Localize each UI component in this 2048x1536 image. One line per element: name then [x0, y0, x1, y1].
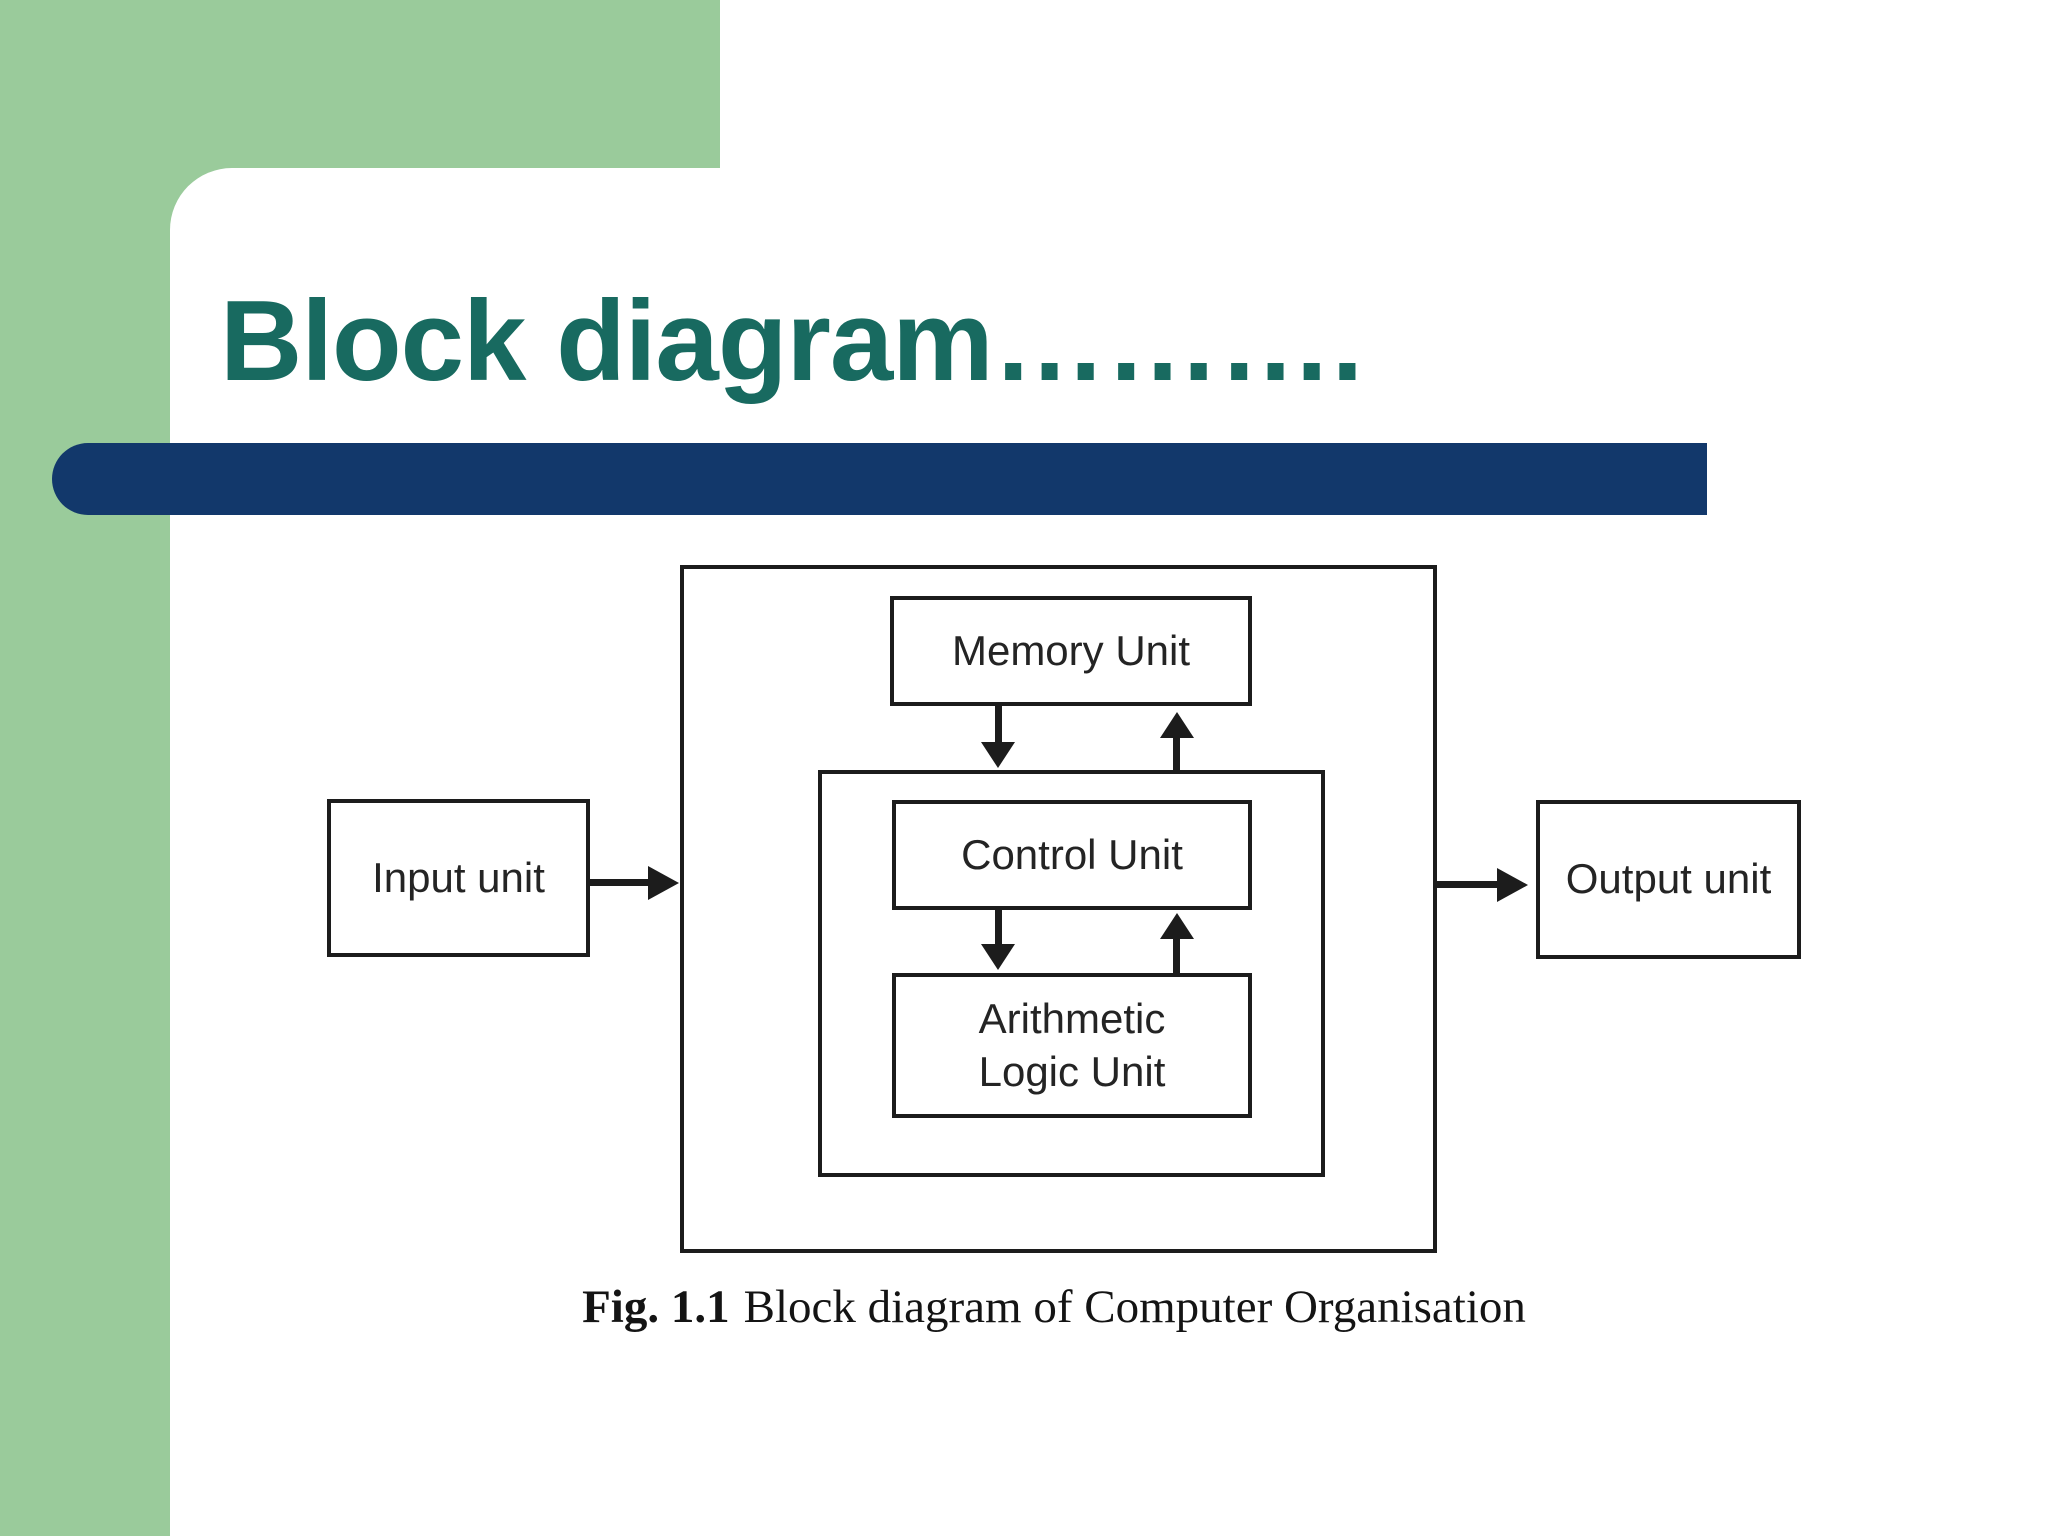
content-panel	[170, 168, 2048, 1536]
slide-title: Block diagram……….	[220, 278, 1363, 405]
arrow-computer-to-output-head	[1497, 868, 1528, 902]
output-unit-box: Output unit	[1536, 800, 1801, 959]
arrow-alu-to-control-head	[1160, 913, 1194, 939]
arrow-input-to-computer-head	[648, 866, 679, 900]
input-unit-box: Input unit	[327, 799, 590, 957]
computer-outer-box	[680, 565, 1437, 1253]
arrow-alu-to-control-shaft	[1173, 939, 1180, 974]
figure-caption-text: Block diagram of Computer Organisation	[743, 1281, 1526, 1333]
control-unit-label: Control Unit	[961, 830, 1183, 878]
alu-label-line1: Arithmetic	[978, 995, 1166, 1042]
memory-unit-label: Memory Unit	[951, 626, 1191, 674]
arrow-cpu-to-memory-head	[1160, 712, 1194, 738]
cpu-inner-box	[818, 770, 1325, 1177]
memory-unit-box: Memory Unit	[890, 596, 1252, 706]
output-unit-label: Output unit	[1565, 855, 1772, 903]
alu-label-line2: Logic Unit	[978, 1047, 1166, 1095]
arrow-computer-to-output-shaft	[1437, 881, 1497, 888]
arithmetic-logic-unit-label: Arithmetic Logic Unit	[979, 993, 1166, 1098]
title-underline-bar	[52, 443, 1707, 515]
arrow-cpu-to-memory-shaft	[1173, 738, 1180, 771]
arrow-input-to-computer-shaft	[590, 879, 648, 886]
arrow-control-to-alu-shaft	[995, 910, 1002, 944]
arrow-memory-to-cpu-shaft	[995, 706, 1002, 742]
control-unit-box: Control Unit	[892, 800, 1252, 910]
arrow-control-to-alu-head	[981, 944, 1015, 970]
arrow-memory-to-cpu-head	[981, 742, 1015, 768]
arithmetic-logic-unit-box: Arithmetic Logic Unit	[892, 973, 1252, 1118]
figure-caption-label: Fig. 1.1	[582, 1281, 730, 1333]
input-unit-label: Input unit	[372, 853, 545, 901]
